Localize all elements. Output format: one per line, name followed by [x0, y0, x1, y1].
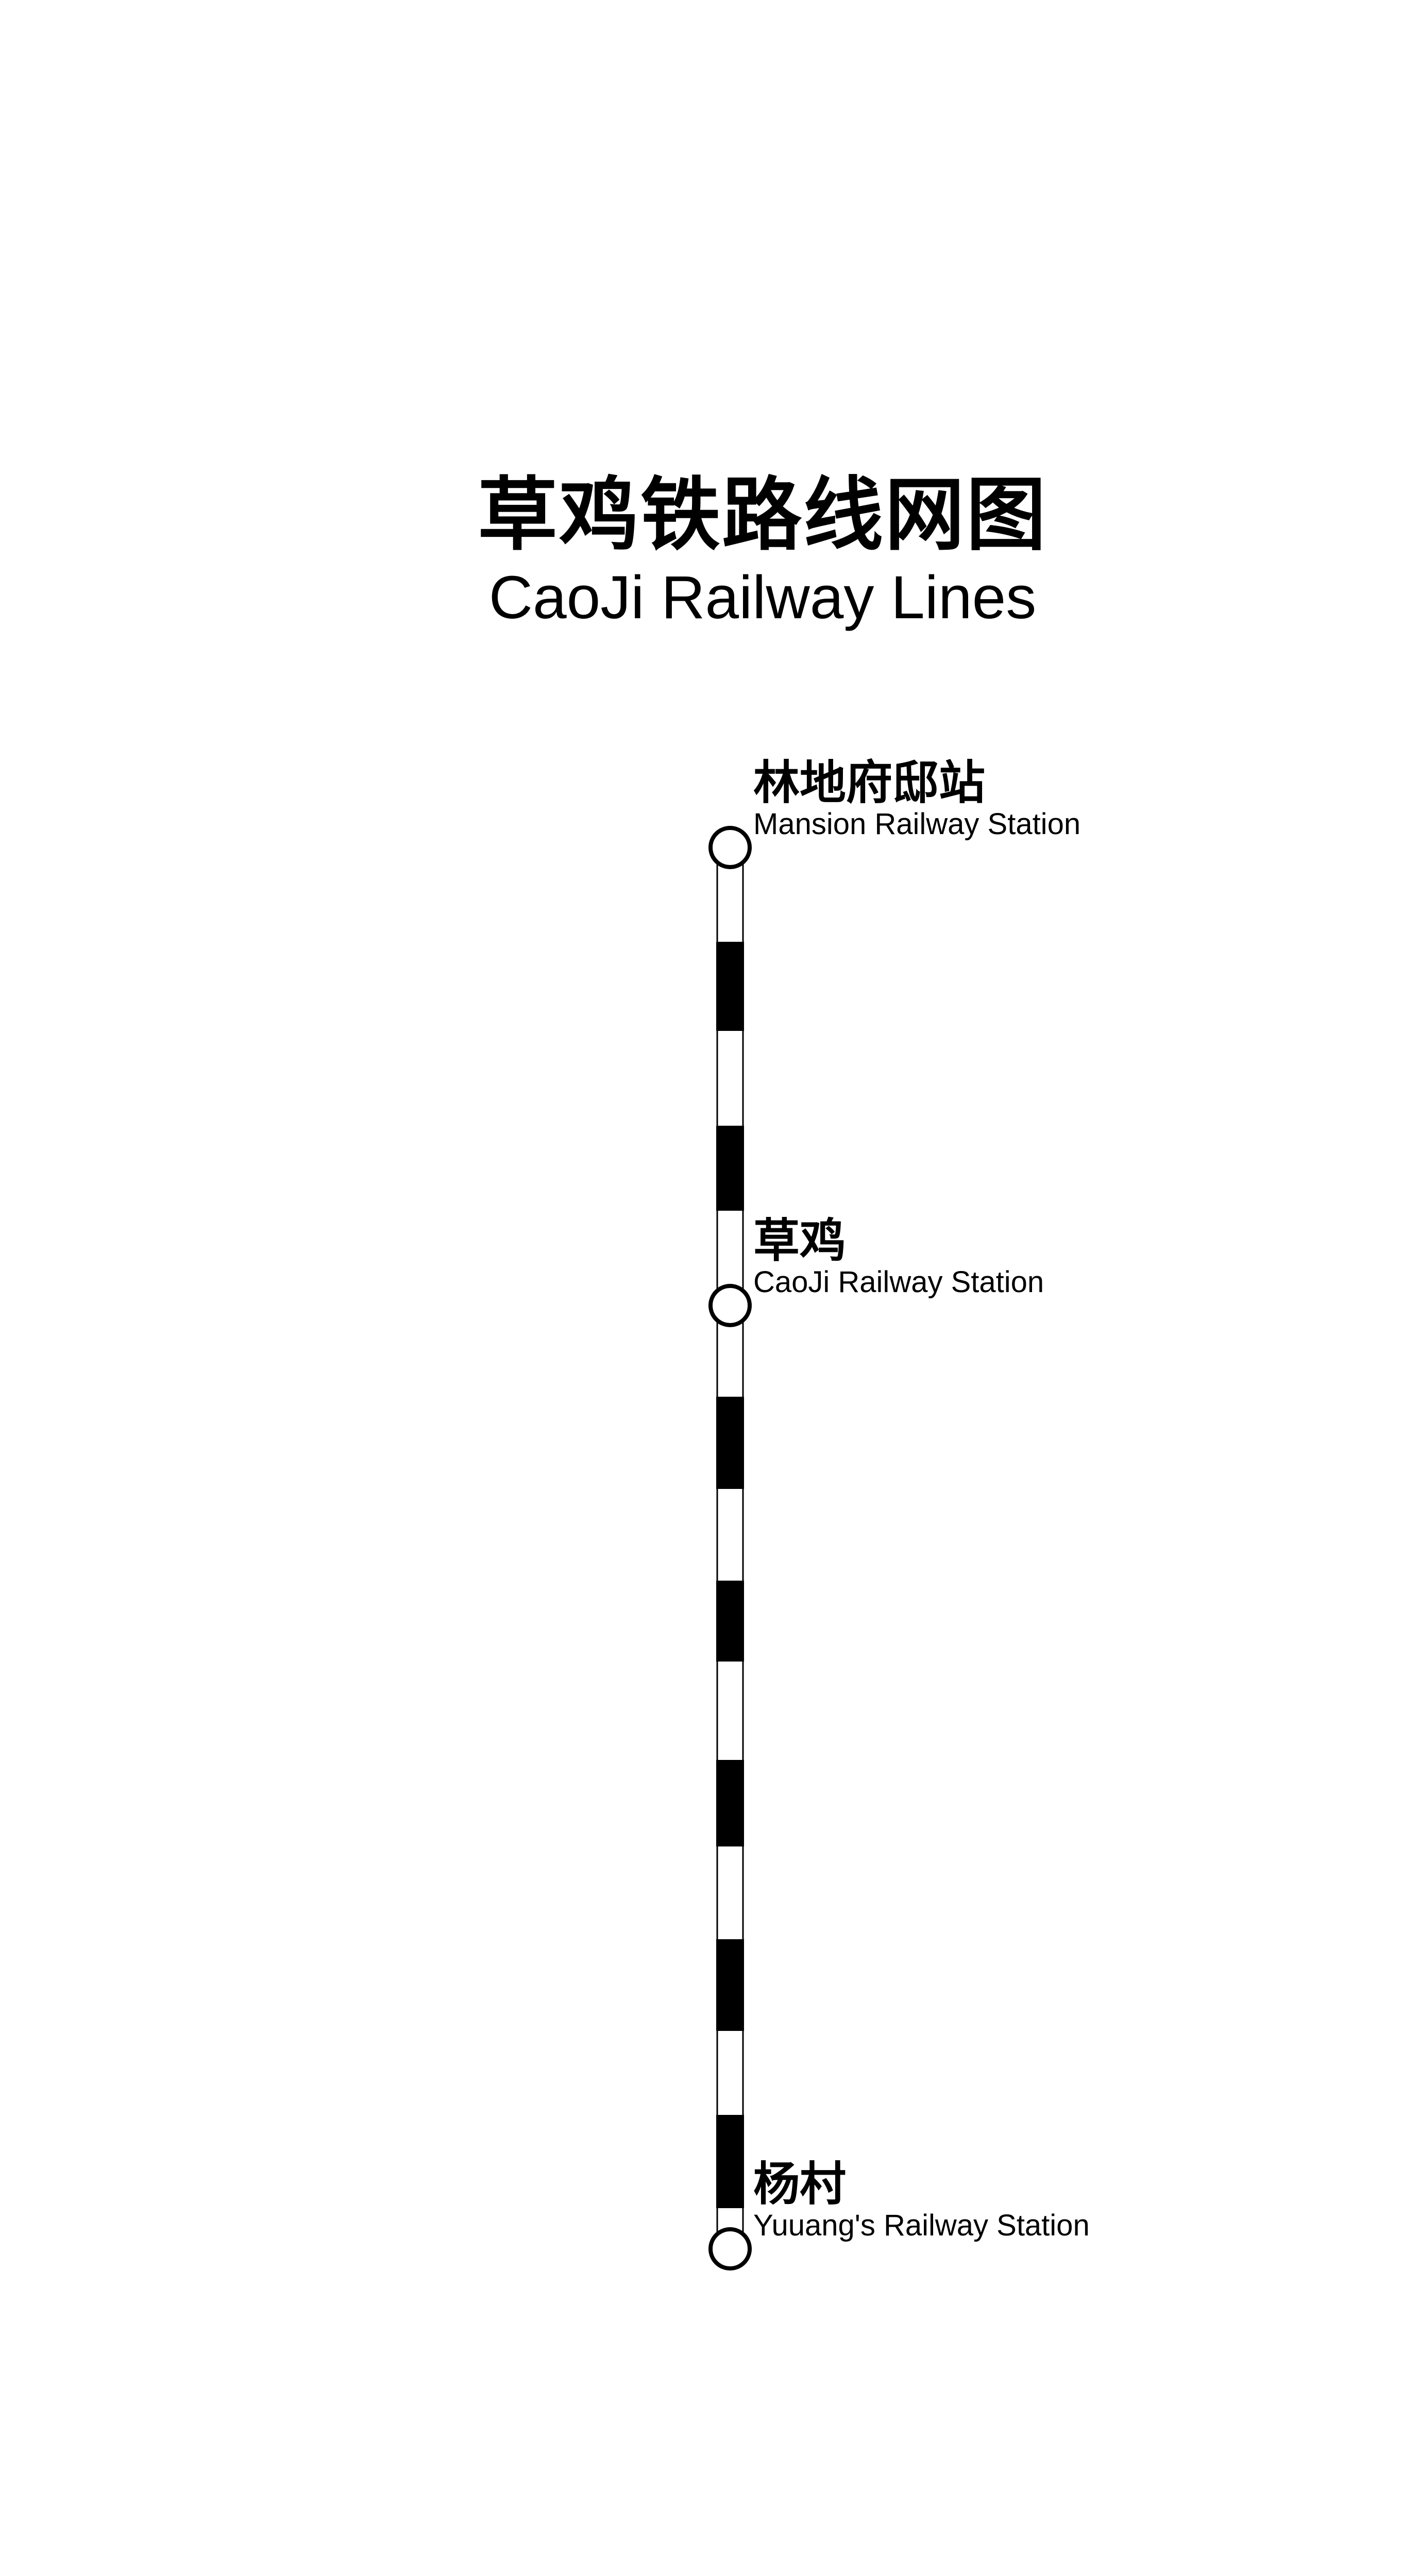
station-name-english: Mansion Railway Station: [753, 807, 1081, 841]
map-title-chinese: 草鸡铁路线网图: [478, 470, 1048, 560]
map-title-block: 草鸡铁路线网图 CaoJi Railway Lines: [478, 470, 1048, 632]
station-marker-mansion: [708, 826, 752, 869]
railway-line-dash: [716, 1760, 744, 1846]
station-marker-yuuangs: [708, 2227, 752, 2270]
station-name-english: Yuuang's Railway Station: [753, 2209, 1090, 2242]
railway-line-dash: [716, 1581, 744, 1662]
railway-line-dashes: [716, 942, 744, 2208]
station-marker-caoji: [708, 1284, 752, 1327]
map-title-english: CaoJi Railway Lines: [488, 564, 1037, 632]
railway-line-dash: [716, 1397, 744, 1489]
station-name-chinese: 杨村: [753, 2159, 846, 2210]
railway-line-band: [716, 846, 744, 2250]
railway-line-dash: [716, 1126, 744, 1211]
station-label-caoji: 草鸡 CaoJi Railway Station: [753, 1218, 1044, 1297]
railway-line-dash: [716, 2115, 744, 2208]
station-name-chinese: 林地府邸站: [753, 757, 985, 809]
railway-line-dash: [716, 1939, 744, 2031]
railway-line-dash: [716, 942, 744, 1031]
station-name-english: CaoJi Railway Station: [753, 1265, 1044, 1299]
station-label-yuuangs: 杨村 Yuuang's Railway Station: [753, 2161, 1090, 2241]
station-name-chinese: 草鸡: [753, 1215, 846, 1267]
station-label-mansion: 林地府邸站 Mansion Railway Station: [753, 760, 1080, 839]
